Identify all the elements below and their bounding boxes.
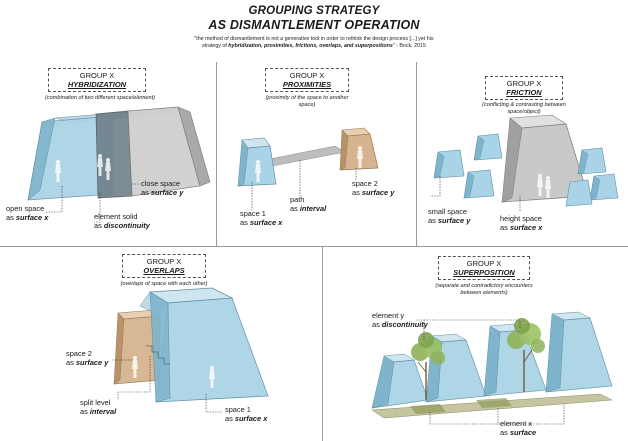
label-bold: surface x: [15, 212, 49, 222]
label-bold: surface x: [234, 413, 268, 423]
label-prefix: as: [500, 427, 510, 437]
label-prefix: as: [428, 215, 438, 225]
label-line1: space 2: [66, 349, 92, 358]
overlaps-label-space-2: space 2 as surface y: [66, 349, 109, 367]
label-bold: surface y: [437, 215, 471, 225]
label-line1: space 2: [352, 179, 378, 188]
label-line1: element x: [500, 419, 533, 428]
friction-illustration: [430, 114, 619, 212]
proximities-label-space-2: space 2 as surface y: [352, 179, 395, 197]
divider-vertical-2: [416, 62, 417, 246]
superposition-label-element-y: element y as discontinuity: [372, 311, 428, 329]
label-line1: split level: [80, 398, 111, 407]
overlaps-illustration: [112, 287, 269, 413]
friction-label-small-space: small space as surface y: [428, 207, 471, 225]
label-line1: open space: [6, 204, 45, 213]
label-prefix: as: [240, 217, 250, 227]
proximities-group-box: GROUP X PROXIMITIES: [265, 68, 349, 92]
label-line1: space 1: [225, 405, 251, 414]
label-prefix: as: [372, 319, 382, 329]
superposition-group-label: GROUP X: [466, 259, 502, 268]
small-space-volumes: [433, 133, 619, 207]
label-prefix: as: [6, 212, 16, 222]
label-line1: small space: [428, 207, 468, 216]
overlaps-label-space-1: space 1 as surface x: [225, 405, 268, 423]
label-line1: path: [290, 195, 305, 204]
overlaps-label-split-level: split level as interval: [80, 398, 117, 416]
label-bold: surface x: [249, 217, 283, 227]
superposition-description: (separate and contradictory encounters b…: [435, 283, 533, 296]
overlaps-group-name: OVERLAPS: [143, 266, 185, 275]
quote-part-2: strategy of: [202, 43, 229, 49]
overlaps-description: (overlaps of space with each other): [120, 281, 208, 287]
label-line1: height space: [500, 214, 542, 223]
label-prefix: as: [225, 413, 235, 423]
label-bold: surface x: [509, 222, 543, 232]
overlaps-group-label: GROUP X: [146, 257, 182, 266]
quote-bold: hybridization, proximities, frictions, o…: [228, 43, 393, 49]
hybridization-group-box: GROUP X HYBRIDIZATION: [48, 68, 146, 92]
label-prefix: as: [80, 406, 90, 416]
label-bold: discontinuity: [381, 319, 428, 329]
proximities-label-path: path as interval: [290, 195, 327, 213]
label-prefix: as: [66, 357, 76, 367]
label-line1: element y: [372, 311, 405, 320]
proximities-group-label: GROUP X: [289, 71, 325, 80]
label-bold: discontinuity: [103, 220, 150, 230]
quote-part-1: "the method of dismantlement is not a ge…: [194, 36, 434, 42]
label-line1: space 1: [240, 209, 266, 218]
hybridization-illustration: [27, 106, 211, 223]
quote-part-3: " - Bock, 2015: [392, 43, 426, 49]
hybridization-label-close-space: close space as surface y: [141, 179, 184, 197]
tree-elements: [411, 318, 545, 400]
label-bold: surface y: [361, 187, 395, 197]
quote-text: "the method of dismantlement is not a ge…: [60, 36, 568, 50]
label-line1: close space: [141, 179, 181, 188]
divider-vertical-3: [322, 247, 323, 441]
hybridization-label-open-space: open space as surface x: [6, 204, 49, 222]
divider-vertical-1: [216, 62, 217, 246]
label-line1: element solid: [94, 212, 138, 221]
divider-horizontal: [0, 246, 628, 247]
superposition-illustration: [371, 311, 613, 425]
superposition-group-box: GROUP X SUPERPOSITION: [438, 256, 530, 280]
label-bold: interval: [299, 203, 327, 213]
friction-description: (conflicting & contrasting between space…: [482, 102, 566, 115]
label-bold: surface y: [150, 187, 184, 197]
proximities-description: (proximity of the space to another space…: [265, 95, 349, 108]
label-bold: surface y: [75, 357, 109, 367]
label-prefix: as: [141, 187, 151, 197]
overlaps-group-box: GROUP X OVERLAPS: [122, 254, 206, 278]
hybridization-group-name: HYBRIDIZATION: [67, 80, 127, 89]
friction-group-label: GROUP X: [506, 79, 542, 88]
page-title: GROUPING STRATEGY: [248, 5, 380, 17]
friction-group-box: GROUP X FRICTION: [485, 76, 563, 100]
label-bold: surface: [509, 427, 537, 437]
label-prefix: as: [500, 222, 510, 232]
hybridization-description: (combination of two different space/elem…: [44, 95, 156, 101]
superposition-modules: [371, 311, 613, 409]
label-prefix: as: [94, 220, 104, 230]
page-subtitle: AS DISMANTLEMENT OPERATION: [208, 18, 420, 32]
label-prefix: as: [352, 187, 362, 197]
hybridization-label-element-solid: element solid as discontinuity: [94, 212, 150, 230]
proximities-group-name: PROXIMITIES: [282, 80, 332, 89]
superposition-group-name: SUPERPOSITION: [453, 268, 515, 277]
hybridization-group-label: GROUP X: [79, 71, 115, 80]
proximities-illustration: [237, 127, 379, 210]
proximities-label-space-1: space 1 as surface x: [240, 209, 283, 227]
label-bold: interval: [89, 406, 117, 416]
friction-label-height-space: height space as surface x: [500, 214, 543, 232]
friction-group-name: FRICTION: [506, 88, 542, 97]
label-prefix: as: [290, 203, 300, 213]
element-solid-volume: [95, 110, 133, 199]
split-level-steps: [146, 345, 170, 365]
superposition-label-element-x: element x as surface: [500, 419, 537, 437]
